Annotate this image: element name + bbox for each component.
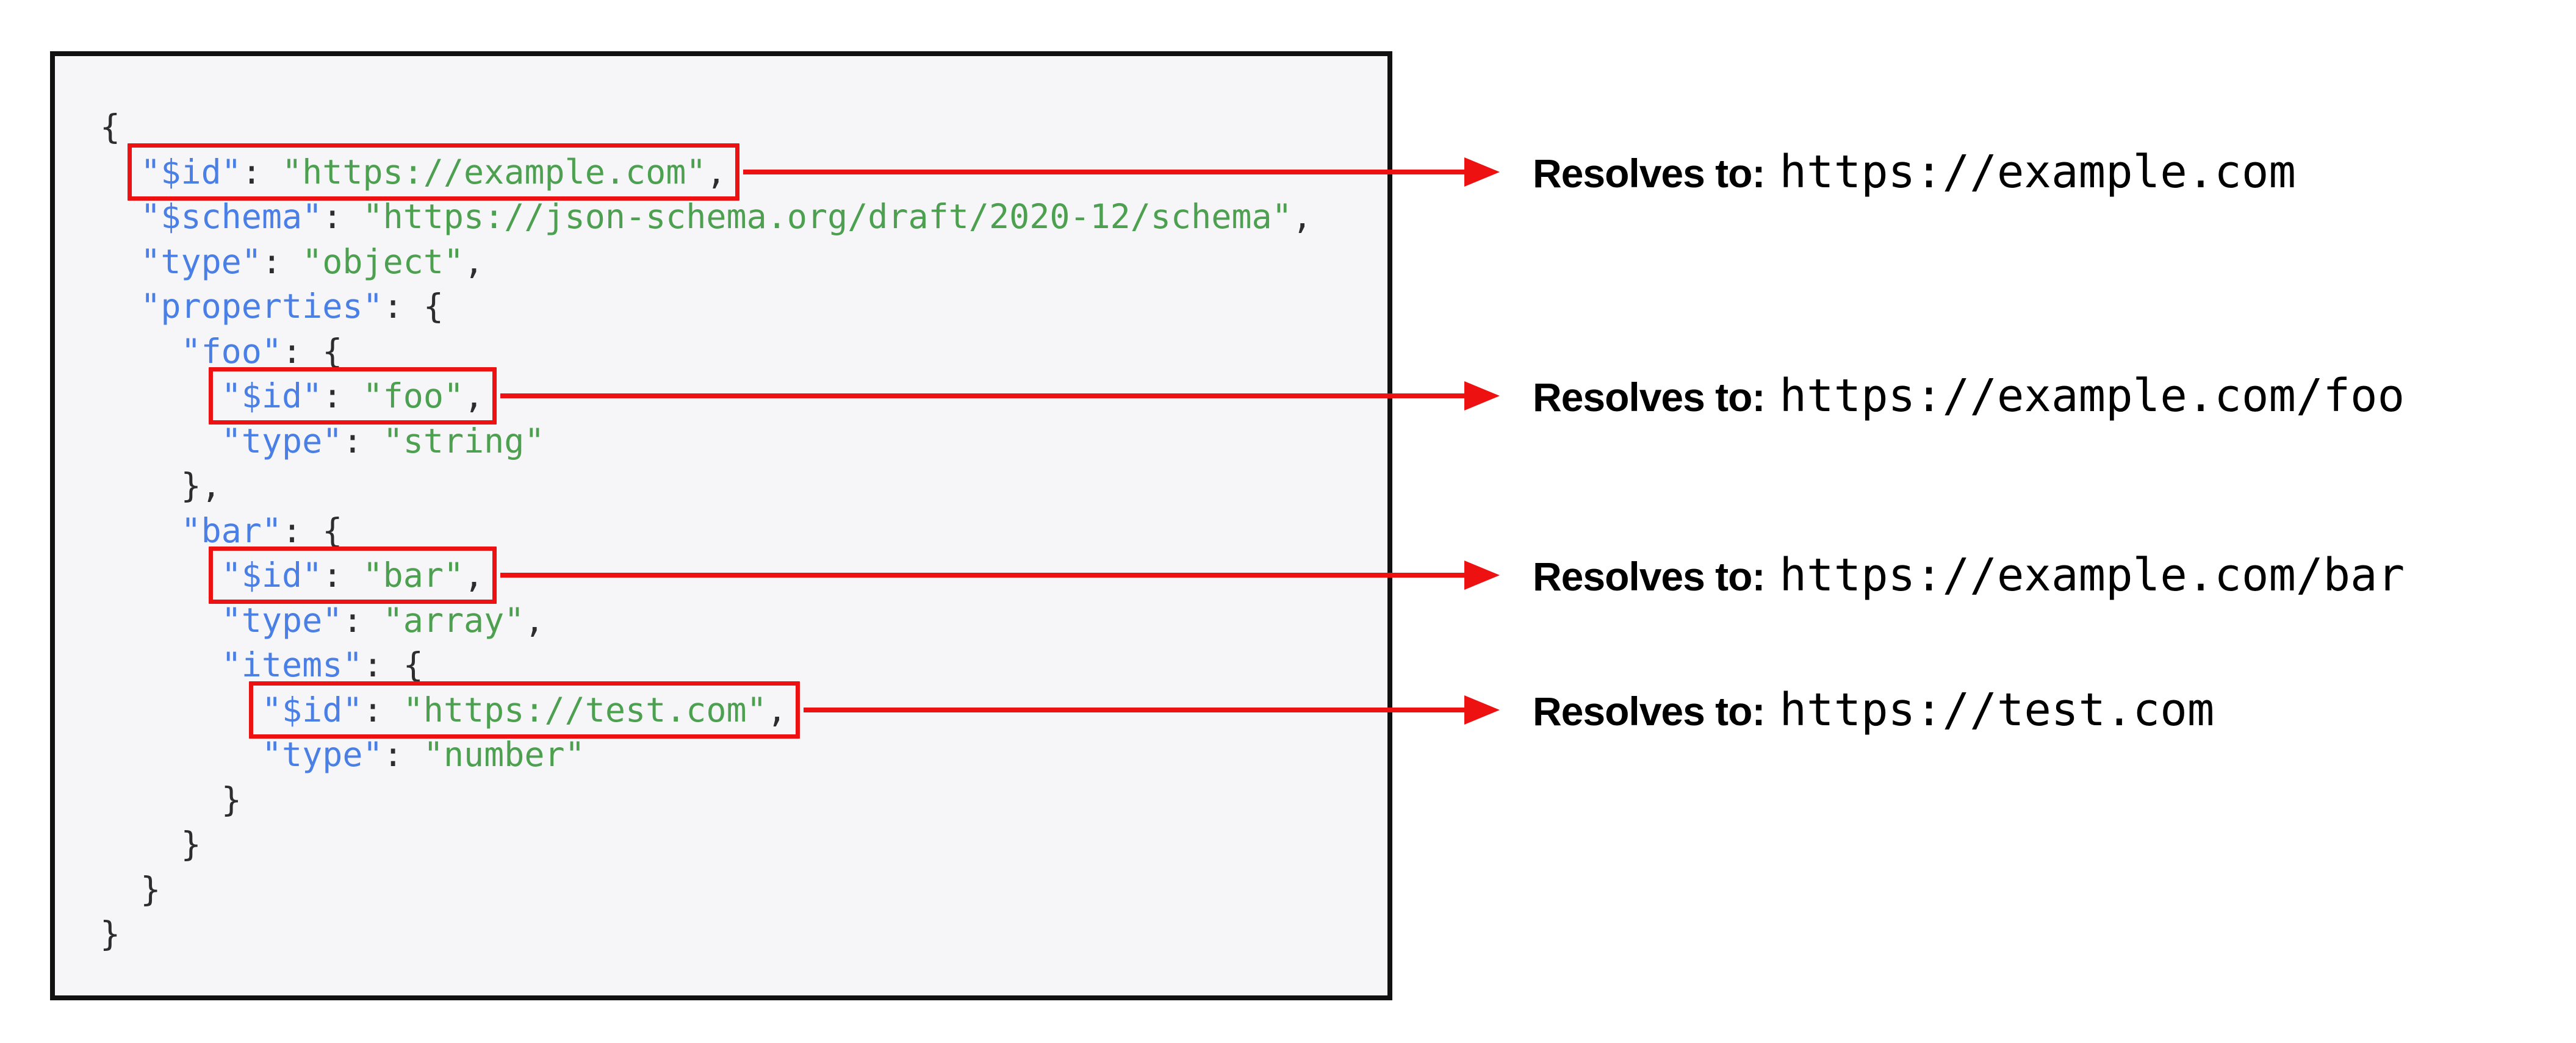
json-punct: :: [383, 735, 423, 774]
json-line: "$id": "https://example.com",: [100, 143, 1312, 201]
json-key: "items": [221, 645, 363, 684]
json-punct: :: [322, 197, 363, 236]
json-string: "https://test.com": [403, 690, 767, 729]
resolves-label: Resolves to:: [1533, 688, 1765, 734]
json-punct: :: [322, 376, 363, 415]
json-punct: : {: [282, 511, 343, 550]
json-string: "https://example.com": [282, 152, 707, 192]
json-string: "number": [423, 735, 585, 774]
resolves-label: Resolves to:: [1533, 150, 1765, 196]
json-line: },: [100, 464, 1312, 509]
json-punct: }: [100, 914, 121, 953]
json-punct: : {: [362, 645, 423, 684]
json-key: "$id": [221, 556, 323, 595]
json-line: "$id": "foo",: [100, 367, 1312, 425]
json-key: "foo": [181, 331, 282, 371]
resolve-arrow-line: [500, 573, 1468, 578]
json-punct: },: [181, 466, 221, 505]
json-punct: : {: [383, 287, 444, 326]
annotation-row: Resolves to: https://example.com/foo: [1533, 370, 2405, 422]
json-line: "type": "string": [100, 419, 1312, 464]
arrow-head-icon: [1464, 561, 1500, 590]
resolves-label: Resolves to:: [1533, 554, 1765, 599]
json-key: "type": [221, 421, 343, 461]
json-key: "$id": [140, 152, 242, 192]
json-key: "type": [261, 735, 383, 774]
code-block: { "$id": "https://example.com", "$schema…: [100, 105, 1312, 957]
json-key: "bar": [181, 511, 282, 550]
json-line: "items": {: [100, 643, 1312, 688]
json-key: "$schema": [140, 197, 323, 236]
json-punct: :: [342, 600, 383, 640]
annotation-row: Resolves to: https://example.com: [1533, 146, 2296, 198]
json-punct: : {: [282, 331, 343, 371]
annotation-row: Resolves to: https://test.com: [1533, 684, 2214, 736]
json-string: "string": [383, 421, 545, 461]
annotation-row: Resolves to: https://example.com/bar: [1533, 549, 2405, 601]
resolved-url: https://example.com/foo: [1779, 370, 2405, 422]
json-punct: :: [362, 690, 403, 729]
json-line: "type": "object",: [100, 240, 1312, 285]
json-punct: ,: [464, 376, 484, 415]
code-panel: { "$id": "https://example.com", "$schema…: [50, 51, 1392, 1000]
resolve-arrow-line: [500, 393, 1468, 398]
json-punct: ,: [524, 600, 545, 640]
json-punct: :: [342, 421, 383, 461]
json-line: "properties": {: [100, 284, 1312, 329]
json-key: "$id": [261, 690, 363, 729]
json-line: }: [100, 778, 1312, 823]
json-line: }: [100, 867, 1312, 912]
json-line: "type": "array",: [100, 598, 1312, 643]
json-line: "$id": "bar",: [100, 547, 1312, 604]
json-line: }: [100, 822, 1312, 867]
arrow-head-icon: [1464, 381, 1500, 410]
json-line: }: [100, 912, 1312, 957]
json-punct: ,: [706, 152, 727, 192]
resolved-url: https://example.com/bar: [1779, 549, 2405, 601]
arrow-head-icon: [1464, 157, 1500, 187]
id-highlight-box: "$id": "https://example.com",: [128, 143, 739, 201]
id-highlight-box: "$id": "https://test.com",: [248, 681, 800, 739]
json-punct: }: [221, 780, 242, 819]
resolve-arrow-line: [743, 169, 1468, 174]
json-key: "$id": [221, 376, 323, 415]
resolved-url: https://example.com: [1779, 145, 2296, 198]
json-key: "type": [221, 600, 343, 640]
json-line: "$schema": "https://json-schema.org/draf…: [100, 195, 1312, 240]
json-punct: :: [322, 556, 363, 595]
json-punct: ,: [464, 556, 484, 595]
json-punct: {: [100, 107, 121, 146]
json-punct: ,: [464, 242, 484, 281]
json-line: "type": "number": [100, 733, 1312, 778]
json-string: "https://json-schema.org/draft/2020-12/s…: [362, 197, 1292, 236]
json-line: {: [100, 105, 1312, 150]
json-key: "type": [140, 242, 262, 281]
resolved-url: https://test.com: [1779, 683, 2215, 736]
resolves-label: Resolves to:: [1533, 375, 1765, 420]
json-line: "foo": {: [100, 329, 1312, 375]
json-string: "bar": [362, 556, 464, 595]
arrow-head-icon: [1464, 695, 1500, 725]
id-highlight-box: "$id": "bar",: [208, 547, 497, 604]
json-line: "$id": "https://test.com",: [100, 681, 1312, 739]
json-line: "bar": {: [100, 509, 1312, 554]
json-string: "object": [302, 242, 464, 281]
json-key: "properties": [140, 287, 383, 326]
json-punct: }: [140, 869, 161, 909]
json-punct: }: [181, 825, 201, 864]
json-string: "array": [383, 600, 525, 640]
json-punct: :: [261, 242, 303, 281]
resolve-arrow-line: [803, 707, 1468, 712]
id-highlight-box: "$id": "foo",: [208, 367, 497, 425]
json-punct: :: [241, 152, 282, 192]
json-punct: ,: [766, 690, 787, 729]
json-punct: ,: [1292, 197, 1312, 236]
json-string: "foo": [362, 376, 464, 415]
